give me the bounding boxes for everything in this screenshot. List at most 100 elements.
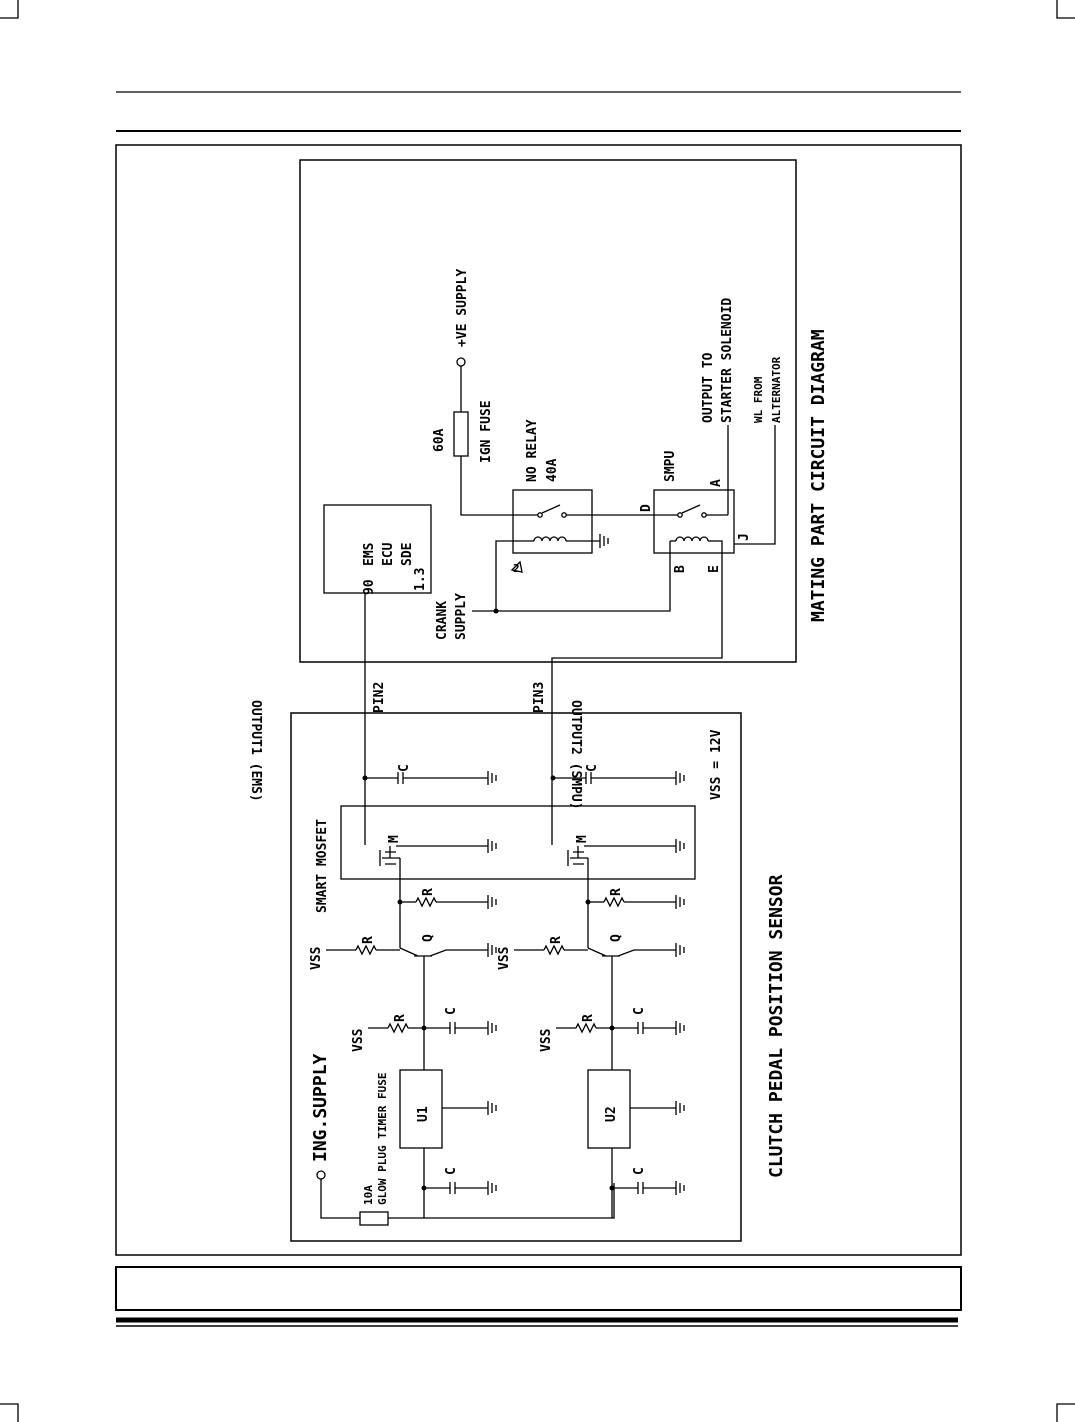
ic-ground-2	[675, 1101, 685, 1115]
pin3-label: PIN3	[532, 682, 547, 713]
pullup-resistor-1	[387, 1022, 409, 1034]
input-cap-2	[637, 1182, 644, 1194]
gate-r-label-1: R	[421, 888, 436, 896]
crank-junction	[493, 608, 499, 614]
input-cap-ground-2	[675, 1181, 685, 1195]
glow-fuse-label: GLOW PLUG TIMER FUSE	[376, 1073, 389, 1205]
ems-version: 1.3	[413, 568, 428, 591]
smpu-switch	[654, 504, 728, 518]
filter-cap-2	[637, 1022, 644, 1034]
ic-label-u1: U1	[416, 1106, 431, 1122]
input-cap-label-2: C	[632, 1167, 647, 1175]
svg-text:2: 2	[513, 562, 520, 575]
ems-ecu-box	[323, 504, 432, 594]
output-label-1: OUTPUT TO	[701, 352, 716, 423]
transistor-label-2: Q	[609, 934, 624, 942]
ign-fuse-rating: 60A	[432, 428, 447, 452]
ing-supply-terminal	[316, 1170, 326, 1180]
gate-resistor-1	[415, 896, 437, 908]
crank-to-relay-coil	[495, 540, 498, 611]
output-label-2: STARTER SOLENOID	[720, 298, 735, 423]
smpu-pin-j: J	[737, 533, 752, 541]
glow-plug-fuse	[359, 1211, 389, 1226]
base-vss-label-1: VSS	[309, 946, 324, 970]
pullup-r-label-1: R	[393, 1014, 408, 1022]
relay-coil	[498, 534, 609, 548]
relay-switch	[513, 504, 654, 518]
output2-label: OUTPUT2 (SMPU)	[568, 700, 583, 810]
base-resistor-1	[355, 944, 377, 956]
ems-label-3: SDE	[400, 543, 415, 566]
diagram-frame	[115, 144, 962, 1256]
filter-cap-ground-2	[675, 1021, 685, 1035]
ic-label-u2: U2	[604, 1106, 619, 1122]
crank-label-2: SUPPLY	[454, 593, 469, 640]
transistor-ground-2	[675, 943, 685, 957]
output-cap-label-2: C	[585, 764, 600, 772]
output-cap-1	[397, 772, 404, 784]
smpu-pin-a: A	[709, 479, 724, 487]
relay-name: NO RELAY	[525, 419, 540, 482]
ign-fuse-label: IGN FUSE	[479, 400, 494, 463]
ing-supply-label: ING.SUPPLY	[310, 1053, 331, 1162]
supply-bus	[320, 1179, 615, 1219]
smart-mosfet-box	[340, 805, 696, 880]
smpu-pin-b: B	[673, 565, 688, 573]
no-relay	[512, 489, 593, 554]
gate-r-ground-2	[675, 895, 685, 909]
filter-cap-label-2: C	[632, 1007, 647, 1015]
pin2-label: PIN2	[372, 682, 387, 713]
wl-wire-j	[734, 425, 776, 545]
input-cap-label-1: C	[444, 1167, 459, 1175]
footer-box	[115, 1266, 962, 1311]
base-r-label-1: R	[361, 936, 376, 944]
ic-ground-1	[487, 1101, 497, 1115]
filter-cap-1	[449, 1022, 456, 1034]
ign-fuse	[453, 411, 469, 457]
output-cap-ground-2	[675, 771, 685, 785]
ems-label-2: ECU	[381, 542, 396, 566]
wl-label-1: WL FROM	[752, 376, 765, 423]
smpu-box	[653, 489, 735, 554]
filter-cap-ground-1	[487, 1021, 497, 1035]
ems-pin-90: 90	[362, 579, 377, 595]
supply-terminal	[456, 357, 466, 367]
base-vss-label-2: VSS	[497, 946, 512, 970]
base-resistor-2	[543, 944, 565, 956]
smpu-label: SMPU	[663, 451, 678, 482]
pullup-vss-label-2: VSS	[539, 1028, 554, 1052]
wl-label-2: ALTERNATOR	[770, 356, 783, 423]
relay-rating: 40A	[545, 458, 560, 482]
pullup-r-label-2: R	[581, 1014, 596, 1022]
output-cap-ground-1	[487, 771, 497, 785]
smpu-coil	[670, 536, 714, 542]
transistor-q-2	[587, 947, 676, 957]
gate-resistor-2	[603, 896, 625, 908]
pin3-wire	[551, 540, 723, 845]
transistor-q-1	[399, 947, 488, 957]
fuse-to-relay-wire	[460, 456, 513, 516]
relay-warning-mark: 2	[510, 560, 523, 575]
base-r-label-2: R	[549, 936, 564, 944]
input-cap-1	[449, 1182, 456, 1194]
transistor-label-1: Q	[421, 934, 436, 942]
ic-block-u1	[399, 1069, 443, 1149]
mosfet-label-2: M	[575, 835, 590, 843]
mating-part-title: MATING PART CIRCUIT DIAGRAM	[808, 329, 829, 622]
mating-part-box	[299, 159, 797, 663]
supply-label: +VE SUPPLY	[455, 269, 470, 347]
pullup-resistor-2	[575, 1022, 597, 1034]
transistor-ground-1	[487, 943, 497, 957]
mosfet-label-1: M	[387, 835, 402, 843]
glow-fuse-rating: 10A	[362, 1185, 375, 1205]
output-cap-label-1: C	[397, 764, 412, 772]
input-cap-wire-1	[423, 1187, 450, 1218]
input-cap-wire-2	[611, 1187, 638, 1218]
mosfet-m-1	[379, 846, 400, 866]
output-cap-2	[585, 772, 592, 784]
ic-block-u2	[587, 1069, 631, 1149]
